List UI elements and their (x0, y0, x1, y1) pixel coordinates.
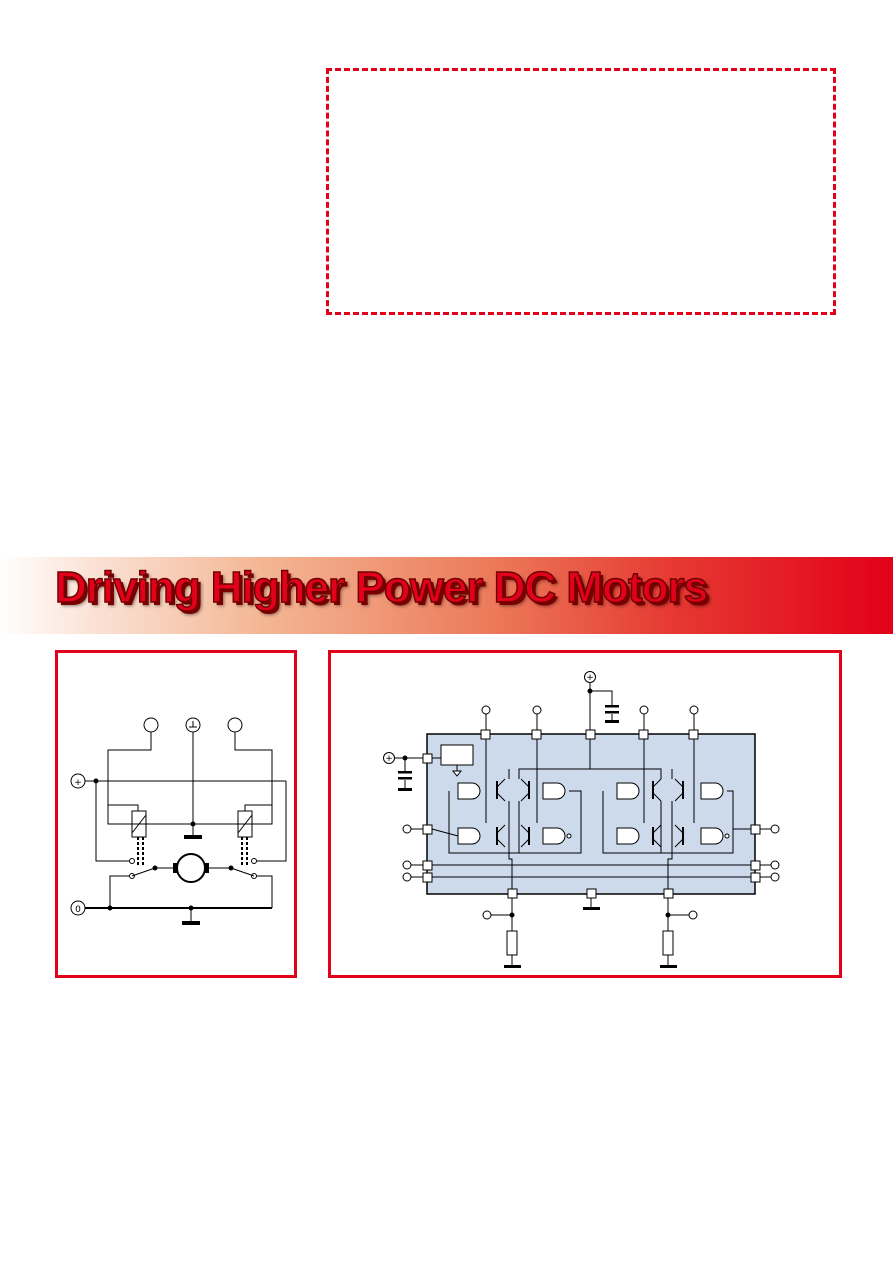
ic-chip-body (426, 733, 756, 895)
ic-bridge-diagram: + + (383, 671, 780, 968)
ic-bridge-figure: + + (328, 650, 842, 978)
ground-symbol-mid (184, 835, 202, 839)
zero-label: 0 (75, 905, 81, 915)
plus-label: + (74, 778, 82, 788)
terminal-b (227, 717, 243, 733)
logic-plus-label: + (385, 754, 393, 764)
motor-symbol (176, 853, 206, 883)
relay-circuit-diagram: + (70, 717, 287, 925)
section-banner (0, 557, 893, 634)
ground-symbol-bottom (182, 921, 200, 925)
terminal-a (143, 717, 159, 733)
section-title: Driving Higher Power DC Motors (54, 562, 708, 612)
relay-circuit-figure: + (55, 650, 297, 978)
placeholder-box (326, 68, 836, 315)
supply-plus-label: + (586, 673, 594, 683)
